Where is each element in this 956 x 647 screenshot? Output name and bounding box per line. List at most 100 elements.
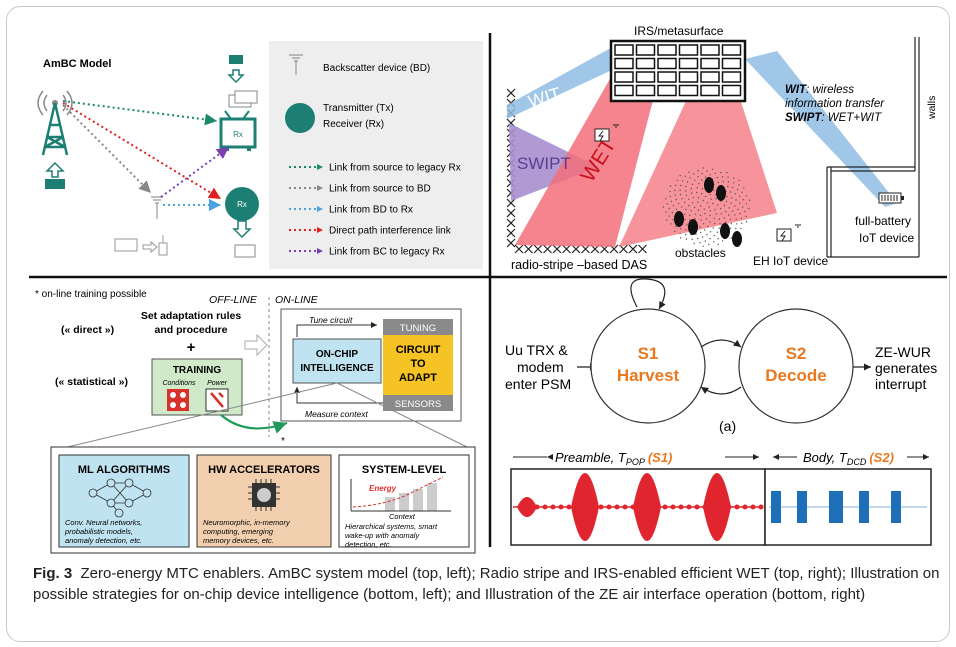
online-label: ON-LINE [275,294,319,306]
hw-desc-3: memory devices, etc. [203,536,274,545]
sensors-label: SENSORS [395,399,441,410]
caption-text: Zero-energy MTC enablers. AmBC system mo… [33,565,940,603]
figure-a-label: (a) [719,418,736,434]
link-direct-interference [62,102,222,200]
body-pulse [771,491,781,523]
zewur-label-3: interrupt [875,376,926,392]
obstacle-dot [702,199,704,202]
obstacle-dot [679,232,681,235]
power-label: Power [207,380,228,387]
walls-label: walls [926,96,938,120]
irs-element [657,84,677,97]
set-rules-2: and procedure [155,324,228,336]
obstacle-dot [718,227,720,229]
ml-desc-1: Conv. Neural networks, [65,518,142,527]
obstacle-dot [719,207,722,210]
full-battery-label-2: IoT device [859,231,914,245]
irs-element [614,57,634,70]
body-label: Body, TDCD(S2) [803,450,894,467]
obstacle-dot [707,225,709,228]
wave-dot [534,504,540,510]
body-s2: (S2) [869,450,894,465]
irs-element [635,44,656,56]
obstacle-dot [679,174,681,177]
link-source-to-legacy-rx [62,100,218,126]
obstacle-dot [709,231,712,233]
def-swipt: SWIPT: WET+WIT [785,112,882,124]
stripe-antenna [524,244,533,254]
obstacle-dot [699,214,702,216]
obstacle-dot [730,202,732,204]
obstacle-dot [681,206,683,208]
legend-link-label: Link from source to BD [329,184,431,195]
tower-icon [37,90,73,189]
obstacle-dot [724,221,727,223]
obstacle-dot [706,234,708,236]
uu-label-3: enter PSM [505,376,571,392]
obstacle-dot [684,233,687,236]
obstacle-dot [738,195,741,197]
decode-label: Decode [765,366,826,385]
obstacle-dot [705,218,708,220]
legend-tx-label: Transmitter (Tx) [323,103,394,114]
energy-label: Energy [369,484,397,493]
power-icon [205,388,229,412]
plus-sign: + [187,339,196,356]
preamble-label: Preamble, TPOP(S1) [555,450,672,467]
harvest-label: Harvest [617,366,680,385]
obstacle-dot [748,199,751,201]
obstacle-dot [699,242,701,244]
def-wit-term: WIT [785,84,807,96]
obstacle-dot [740,217,743,219]
obstacle-dot [685,185,687,188]
obstacle-dot [721,240,724,242]
obstacle-dot [684,190,687,192]
stripe-antenna [506,228,516,238]
measure-context-label: Measure context [305,409,368,419]
obstacle-dot [745,221,748,223]
wave-dot [686,504,692,510]
legend-bd-icon [289,54,303,75]
irs-element [700,71,720,83]
panel-ze-interface: Uu TRX & modem enter PSM S1 Harvest S2 D… [505,278,937,546]
obstacle-dot [694,179,696,181]
obstacle-dot [696,187,698,189]
obstacle-dot [709,238,711,240]
obstacle-dot [701,172,703,175]
on-chip-intelligence-box [292,338,382,384]
obstacle-dot [735,228,737,230]
sys-desc-2: wake-up with anomaly [345,531,420,540]
full-battery-label-1: full-battery [855,214,911,228]
obstacle-dot [713,217,715,220]
wit-label: WIT [526,83,563,111]
wave-dot [646,504,652,510]
obstacle-dot [675,198,677,201]
wave-dot [598,504,604,510]
on-chip-label-2: INTELLIGENCE [300,363,374,374]
obstacle-dot [691,238,693,240]
eh-device-label: EH IoT device [753,254,828,268]
irs-element [614,84,634,97]
obstacle-dot [704,240,706,242]
obstacle-dot [728,214,730,216]
obstacle-dot [725,200,728,203]
wave-dot [710,504,716,510]
obstacle-dot [727,181,730,183]
figure-caption: Fig. 3 Zero-energy MTC enablers. AmBC sy… [33,563,943,605]
obstacle-dot [688,204,690,207]
stripe-antenna [571,244,581,254]
obstacle-dot [715,213,717,215]
wave-dot [654,504,660,510]
obstacle-dot [743,187,745,189]
sys-desc-1: Hierarchical systems, smart [345,522,438,531]
obstacle-dot [709,214,711,217]
obstacle-dot [709,174,711,176]
obstacle-dot [710,198,712,200]
wave-dot [742,504,748,510]
legacy-rx-label: Rx [233,130,243,139]
irs-element [678,44,699,56]
set-rules-1: Set adaptation rules [141,310,242,322]
sys-title: SYSTEM-LEVEL [362,464,447,476]
wave-dot [574,504,580,510]
obstacle-dot [731,210,734,212]
